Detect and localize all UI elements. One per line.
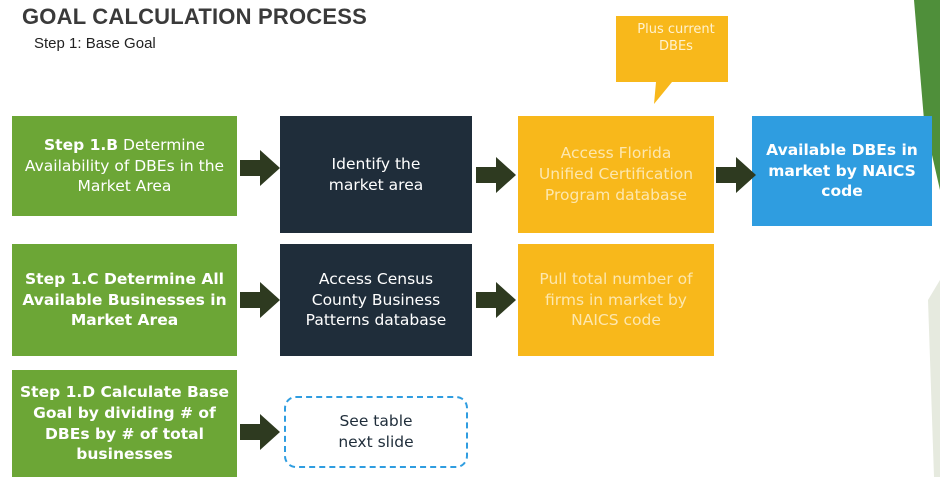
step-1b-bold: Step 1.B [44,135,119,154]
step-1d-box: Step 1.D Calculate Base Goal by dividing… [12,370,237,477]
arrow-right-icon [476,157,516,193]
step-1b-box: Step 1.B Determine Availability of DBEs … [12,116,237,216]
corner-decoration [914,0,940,477]
arrow-right-icon [240,282,280,318]
total-firms-box: Pull total number of firms in market by … [518,244,714,356]
available-dbes-box: Available DBEs in market by NAICS code [752,116,932,226]
step-1b-text: Determine Availability of DBEs in the Ma… [24,135,225,196]
page-subtitle: Step 1: Base Goal [34,35,156,52]
callout-text: Plus current DBEs [637,22,715,54]
census-cbp-box: Access Census County Business Patterns d… [280,244,472,356]
arrow-right-icon [476,282,516,318]
arrow-right-icon [716,157,756,193]
step-1c-text: Step 1.C Determine All Available Busines… [22,269,227,330]
callout-bubble [616,16,728,104]
identify-market-area-box: Identify the market area [280,116,472,233]
see-table-box: See table next slide [284,396,468,468]
step-1d-text: Step 1.D Calculate Base Goal by dividing… [20,382,229,464]
step-1c-box: Step 1.C Determine All Available Busines… [12,244,237,356]
arrow-right-icon [240,414,280,450]
page-title: GOAL CALCULATION PROCESS [22,4,367,29]
arrow-right-icon [240,150,280,186]
access-florida-ucp-box: Access Florida Unified Certification Pro… [518,116,714,233]
